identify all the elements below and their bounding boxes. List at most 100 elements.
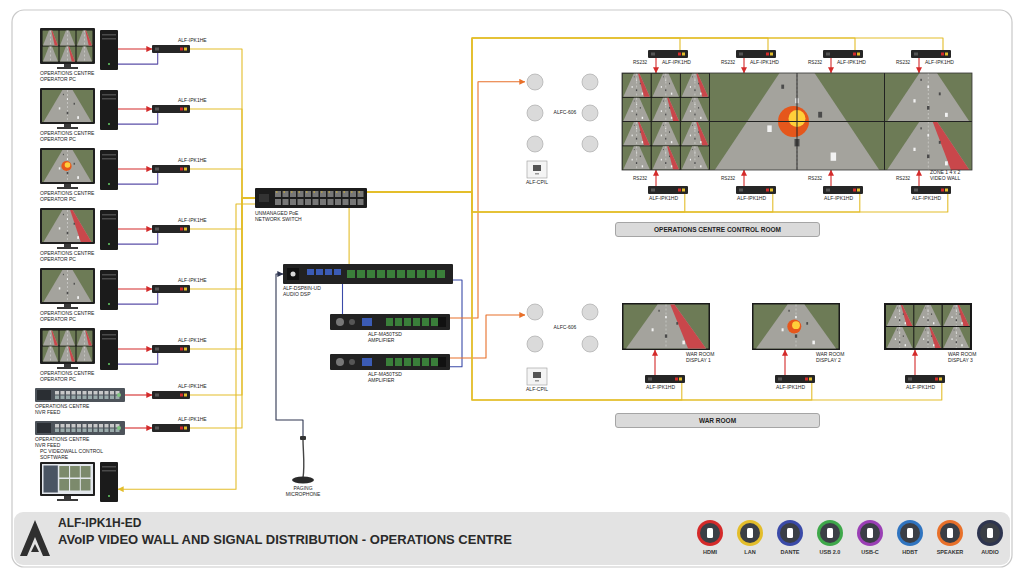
shape [694, 138, 695, 140]
shape [944, 305, 970, 326]
shape [651, 53, 655, 56]
shape [527, 74, 543, 90]
legend-glyph [867, 528, 873, 538]
avoip-decoder: ALF-IPK1HD [905, 375, 945, 383]
shape [77, 331, 92, 346]
shape [663, 149, 665, 150]
shape [952, 316, 953, 318]
device-art [648, 186, 688, 194]
node-label: ALF-IPK1HE [178, 98, 222, 104]
shape [941, 189, 944, 192]
shape [535, 380, 539, 382]
shape [155, 228, 159, 231]
shape [180, 48, 183, 51]
shape [692, 76, 694, 77]
shape [67, 47, 68, 62]
shape [105, 391, 109, 395]
legend-glyph [987, 528, 993, 538]
computer-workstation: OPERATIONS CENTRE OPERATOR PC [40, 148, 118, 190]
shape [624, 305, 709, 349]
shape [623, 146, 650, 169]
shape [692, 149, 694, 150]
shape [694, 162, 695, 164]
shape [857, 189, 860, 192]
signal-connector [190, 169, 255, 198]
signal-connector [118, 233, 158, 244]
shape [652, 74, 680, 97]
amplifier: ALF-MA50TSD AMPLIFIER [330, 314, 450, 330]
shape [622, 73, 710, 122]
shape [336, 192, 338, 193]
shape [298, 199, 304, 205]
shape [943, 305, 970, 326]
shape [899, 333, 901, 334]
signal-connector [450, 82, 525, 318]
shape [100, 330, 118, 370]
shape [102, 158, 116, 160]
shape [184, 168, 187, 171]
signal-connector [125, 394, 152, 395]
shape [775, 375, 815, 383]
shape [667, 98, 679, 121]
shape [395, 358, 402, 366]
shape [663, 101, 665, 102]
computer-workstation: OPERATIONS CENTRE OPERATOR PC [40, 328, 118, 370]
shape [931, 335, 932, 337]
node-label: OPERATIONS CENTRE OPERATOR PC [40, 191, 102, 203]
shape [55, 429, 59, 433]
shape [57, 367, 78, 369]
shape [155, 168, 159, 171]
shape [184, 348, 187, 351]
signal-connector [918, 58, 919, 73]
shape [108, 123, 110, 125]
shape [961, 344, 962, 346]
shape [636, 146, 637, 169]
shape [283, 191, 289, 197]
shape [582, 304, 598, 320]
signal-connector [655, 170, 656, 186]
shape [64, 496, 71, 499]
shape [50, 331, 51, 346]
shape [325, 269, 332, 275]
signal-connector [367, 38, 680, 192]
avoip-decoder: ALF-IPK1HD [648, 186, 688, 194]
signal-connector [118, 168, 152, 169]
shape [956, 327, 957, 348]
avoip-decoder: ALF-IPK1HD [736, 186, 776, 194]
device-art [884, 303, 972, 350]
shape [665, 138, 666, 140]
shape [897, 308, 899, 309]
signal-label: RS232 [721, 176, 735, 181]
shape [40, 148, 95, 184]
shape [180, 394, 183, 397]
shape [77, 396, 81, 400]
shape [72, 429, 76, 433]
shape [155, 288, 159, 291]
signal-connector [118, 173, 158, 184]
legend-icon [980, 523, 1000, 543]
legend-icon [740, 523, 760, 543]
shape [899, 305, 900, 326]
node-label: OPERATIONS CENTRE NVR FEED [35, 437, 99, 449]
signal-connector [367, 192, 942, 400]
shape [679, 378, 682, 381]
avoip-encoder: ALF-IPK1HE [152, 165, 190, 173]
legend-swatch [697, 520, 723, 546]
signal-connector [784, 350, 785, 375]
node-label: OPERATIONS CENTRE OPERATOR PC [40, 131, 102, 143]
shape [72, 391, 76, 395]
shape [359, 192, 361, 193]
device-art [330, 354, 450, 370]
shape [928, 122, 929, 171]
shape [110, 424, 114, 428]
shape [669, 156, 670, 158]
shape [35, 388, 125, 402]
shape [290, 191, 296, 197]
shape [290, 199, 296, 205]
shape [42, 210, 93, 242]
shape [694, 122, 695, 145]
shape [349, 359, 355, 365]
shape [944, 327, 970, 348]
shape [782, 328, 784, 331]
